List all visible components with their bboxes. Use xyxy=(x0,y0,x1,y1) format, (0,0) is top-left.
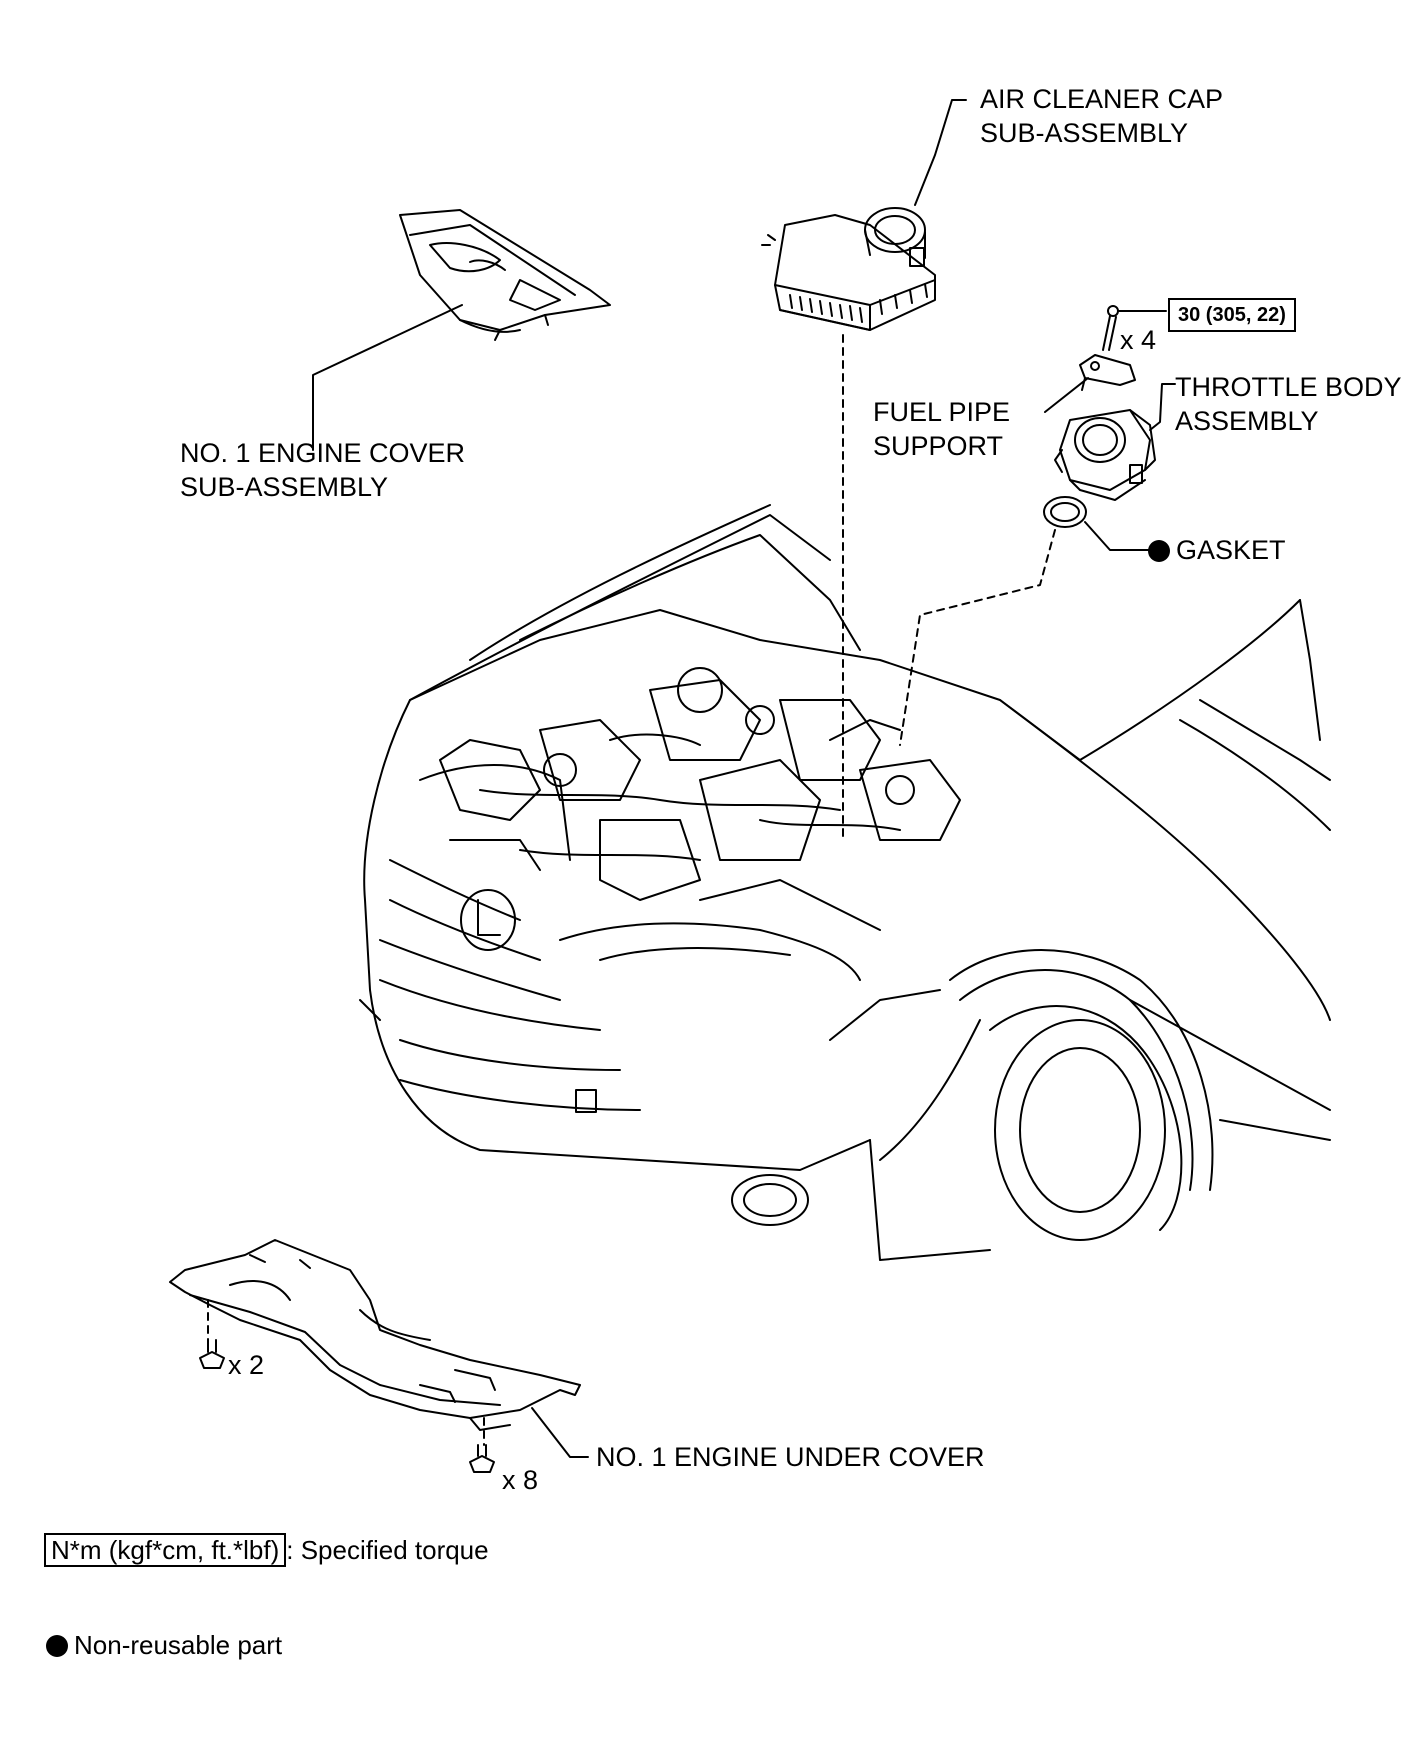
torque-spec-box: 30 (305, 22) xyxy=(1168,298,1296,332)
assembly-guide-lines xyxy=(207,334,1056,1446)
gasket-label: GASKET xyxy=(1148,533,1286,567)
air-cleaner-cap-label: AIR CLEANER CAP SUB-ASSEMBLY xyxy=(980,82,1223,150)
throttle-bolt-part xyxy=(1102,305,1119,351)
throttle-body-label: THROTTLE BODY ASSEMBLY xyxy=(1175,370,1402,438)
throttle-body-label-line1: THROTTLE BODY xyxy=(1175,372,1402,402)
fuel-pipe-support-label-line1: FUEL PIPE xyxy=(873,397,1011,427)
air-cleaner-cap-label-line1: AIR CLEANER CAP xyxy=(980,84,1224,114)
air-cleaner-cap-label-line2: SUB-ASSEMBLY xyxy=(980,118,1189,148)
vehicle-front-illustration xyxy=(359,504,1331,1261)
gasket-part xyxy=(1043,496,1087,528)
engine-under-cover-label: NO. 1 ENGINE UNDER COVER xyxy=(596,1442,985,1472)
under-cover-clip-quantity-right: x 8 xyxy=(502,1465,539,1495)
throttle-body-label-line2: ASSEMBLY xyxy=(1175,406,1319,436)
under-cover-clip-right xyxy=(469,1444,495,1473)
engine-under-cover-part xyxy=(169,1239,581,1431)
air-cleaner-cap-part xyxy=(761,207,936,331)
under-cover-clip-left xyxy=(199,1339,225,1369)
gasket-label-text: GASKET xyxy=(1176,535,1286,565)
legend-torque: N*m (kgf*cm, ft.*lbf): Specified torque xyxy=(44,1533,489,1567)
engine-cover-label: NO. 1 ENGINE COVER SUB-ASSEMBLY xyxy=(180,436,465,504)
throttle-body-part xyxy=(1054,409,1156,501)
nonreusable-marker-icon xyxy=(1148,540,1170,562)
legend-nonreusable-text: Non-reusable part xyxy=(74,1630,283,1660)
engine-cover-label-line1: NO. 1 ENGINE COVER xyxy=(180,438,466,468)
legend-nonreusable: Non-reusable part xyxy=(46,1628,282,1662)
legend-torque-unit: N*m (kgf*cm, ft.*lbf) xyxy=(44,1533,287,1567)
legend-nonreusable-icon xyxy=(46,1635,68,1657)
fuel-pipe-support-label-line2: SUPPORT xyxy=(873,431,1004,461)
engine-cover-label-line2: SUB-ASSEMBLY xyxy=(180,472,389,502)
fuel-pipe-support-part xyxy=(1079,354,1136,391)
fuel-pipe-support-label: FUEL PIPE SUPPORT xyxy=(873,395,1010,463)
under-cover-clip-quantity-left: x 2 xyxy=(228,1350,265,1380)
legend-torque-desc: : Specified torque xyxy=(286,1535,489,1565)
leader-lines xyxy=(312,99,1176,1458)
engine-cover-part xyxy=(399,209,611,341)
throttle-bolt-quantity: x 4 xyxy=(1120,325,1157,355)
